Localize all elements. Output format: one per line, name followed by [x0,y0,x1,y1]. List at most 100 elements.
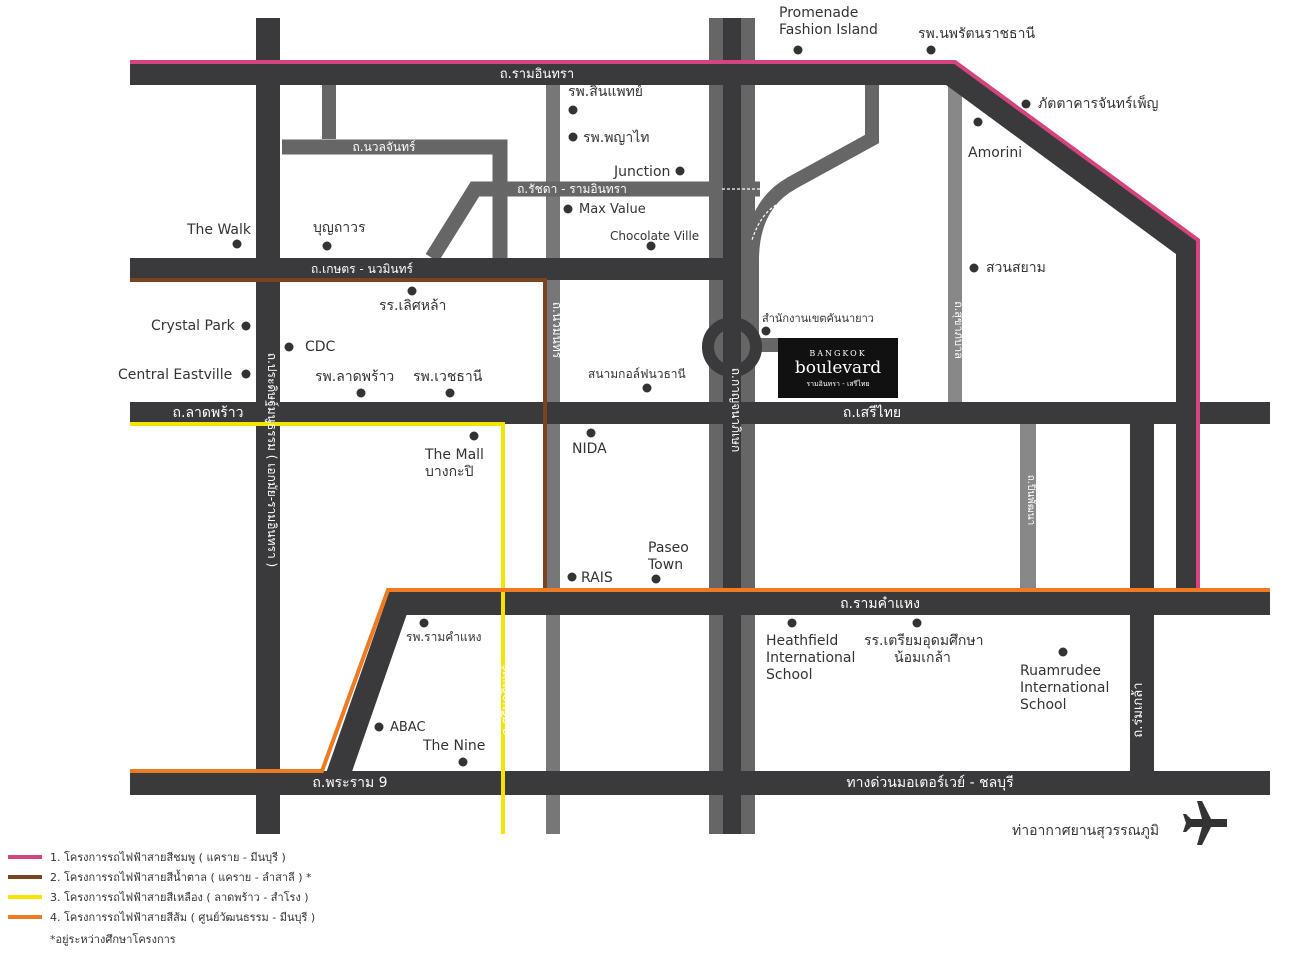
label-nuanchan: ถ.นวลจันทร์ [353,140,417,154]
poi-dot [642,383,652,393]
brown-line [130,278,547,590]
legend-item-4: 4. โครงการรถไฟฟ้าสายสีส้ม ( ศูนย์วัฒนธรร… [50,910,315,924]
rail-lines [130,60,1270,834]
poi-promenade-2: Fashion Island [779,22,878,38]
label-ramkhamhaeng: ถ.รามคำแหง [840,596,920,612]
poi-eastville: Central Eastville [118,367,232,383]
poi-phyathai: รพ.พญาไท [583,129,650,146]
road-labels: ถ.รามอินทรา ถ.นวลจันทร์ ถ.รัชดา - รามอิน… [173,67,1146,791]
poi-suansiam: สวนสยาม [986,260,1046,276]
legend-item-2: 2. โครงการรถไฟฟ้าสายสีน้ำตาล ( แคราย - ล… [50,869,312,884]
poi-airport: ท่าอากาศยานสุวรรณภูมิ [1012,823,1159,839]
legend-item-3: 3. โครงการรถไฟฟ้าสายสีเหลือง ( ลาดพร้าว … [50,890,309,904]
poi-district: สำนักงานเขตคันนายาว [762,312,874,325]
flow-arrows [722,188,777,241]
poi-dot [969,263,979,273]
poi-dot [419,618,429,628]
label-motorway: ทางด่วนมอเตอร์เวย์ - ชลบุรี [846,774,1014,791]
poi-dot [284,342,294,352]
poi-chocolate: Chocolate Ville [610,229,699,243]
label-ratchada-ramintra: ถ.รัชดา - รามอินทรา [517,182,627,196]
label-pradit-manutham: ถ.ประดิษฐ์มนูธรรม ( เอกมัย-รามอินทรา ) [264,353,279,567]
project-logo-line2: boulevard [795,358,881,378]
poi-paseo-2: Town [647,557,683,573]
poi-dot [458,757,468,767]
poi-dot [356,388,366,398]
airplane-icon [1183,801,1227,845]
poi-dot [568,105,578,115]
poi-ruamrudee-2: International [1020,680,1109,696]
poi-ram-hosp: รพ.รามคำแหง [406,630,482,644]
label-romklao: ถ.ร่มเกล้า [1131,682,1146,737]
interchange-ring [702,317,762,377]
poi-ruamrudee-1: Ruamrudee [1020,663,1101,679]
road-nuanchan [282,139,508,258]
poi-dot [651,574,661,584]
poi-dot [241,321,251,331]
label-kanchanaphisek: ถ.กาญจนาภิเษก [729,368,743,452]
poi-mall-2: บางกะปิ [425,464,474,480]
poi-heathfield-1: Heathfield [766,633,838,649]
road-ratchada-ramintra [425,181,760,262]
poi-dot [761,326,771,336]
poi-dot [926,45,936,55]
yellow-line [130,422,505,834]
poi-amorini: Amorini [968,145,1022,161]
poi-paseo-1: Paseo [648,540,689,556]
road-connector [786,84,879,191]
poi-nopparat: รพ.นพรัตนราชธานี [918,26,1035,42]
poi-dot [586,428,596,438]
label-rama9: ถ.พระราม 9 [312,775,387,791]
poi-dot [322,241,332,251]
road-sukhaphiban [948,84,962,402]
poi-dot [374,722,384,732]
poi-pattakarn: ภัตตาคารจันทร์เพ็ญ [1038,94,1159,112]
poi-dot [973,117,983,127]
orange-line [130,588,1270,773]
poi-maxvalue: Max Value [579,202,646,217]
poi-rais: RAIS [581,570,613,586]
road-ladprao-serithai [130,402,1270,424]
poi-golf: สนามกอล์ฟนวธานี [588,367,686,381]
legend-footnote: *อยู่ระหว่างศึกษาโครงการ [50,932,176,946]
poi-heathfield-3: School [766,667,812,683]
pink-line [130,60,1200,590]
road-seriwattana [1020,424,1036,590]
poi-triam-2: น้อมเกล้า [894,650,951,666]
poi-dot [675,166,685,176]
poi-dot [241,369,251,379]
poi-wetchathani: รพ.เวชธานี [413,369,483,385]
poi-lertla: รร.เลิศหล้า [379,298,446,314]
poi-cdc: CDC [305,339,336,355]
poi-dot [787,618,797,628]
poi-dot [232,239,242,249]
points-of-interest: Promenade Fashion Island รพ.นพรัตนราชธาน… [118,5,1159,839]
poi-dot [407,286,417,296]
legend-item-1: 1. โครงการรถไฟฟ้าสายสีชมพู ( แคราย - มีน… [50,850,286,864]
poi-abac: ABAC [390,720,426,735]
poi-dot [445,388,455,398]
road-kanchanaphisek [723,18,741,834]
poi-thenine: The Nine [422,738,485,754]
project-logo-line1: BANGKOK [809,349,866,358]
poi-triam-1: รร.เตรียมอุดมศึกษา [864,633,984,649]
poi-dot [1058,647,1068,657]
label-serithai: ถ.เสรีไทย [843,404,901,421]
poi-dot [646,241,656,251]
major-roads [130,18,1270,834]
road-nuanchan-spur [322,84,336,139]
poi-dot [469,431,479,441]
poi-thewalk: The Walk [186,222,252,238]
project-logo-box [778,338,898,398]
project-logo: BANGKOK boulevard รามอินทรา - เสรีไทย [778,338,898,398]
label-sukhaphiban: ถ.สุขาภิบาล [952,301,965,359]
label-seriwattana: ถ.ปิ่นพัฒนา [1025,475,1039,526]
legend: 1. โครงการรถไฟฟ้าสายสีชมพู ( แคราย - มีน… [8,850,315,946]
poi-heathfield-2: International [766,650,855,666]
road-kaset-nawamin [130,258,726,280]
poi-nida: NIDA [572,441,607,457]
poi-sinpat: รพ.สินแพทย์ [568,83,643,100]
poi-boonthavorn: บุญถาวร [313,220,366,236]
poi-dot [793,45,803,55]
